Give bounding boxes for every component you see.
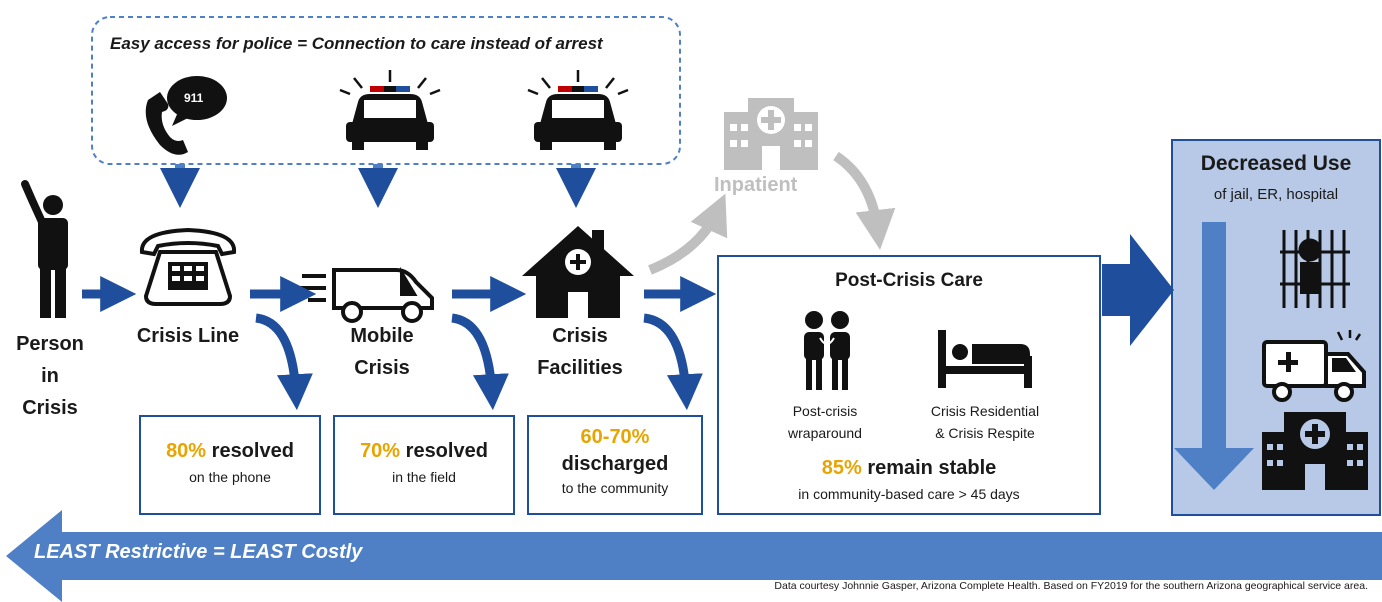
- wraparound-label-line: Post-crisis: [792, 403, 858, 419]
- mobile-crisis-van-icon: [298, 266, 434, 323]
- police-car-icon: [339, 70, 441, 150]
- stable-label: remain stable: [867, 457, 997, 479]
- person-label-line: Crisis: [22, 397, 78, 419]
- person-label-line: Person: [16, 333, 84, 355]
- mobile-crisis-label: Mobile Crisis: [320, 320, 444, 384]
- outcome-detail: on the phone: [189, 469, 271, 485]
- residential-label-line: & Crisis Respite: [935, 425, 1035, 441]
- desk-telephone-icon: [139, 227, 237, 306]
- crisis-facilities-label-line: Crisis: [552, 325, 608, 347]
- crisis-facility-house-icon: [522, 226, 634, 318]
- outcome-label: resolved: [405, 440, 488, 462]
- crisis-line-outcome: 80% resolved on the phone: [140, 440, 320, 485]
- police-access-heading: Easy access for police = Connection to c…: [110, 34, 603, 53]
- decreased-use-subtitle: of jail, ER, hospital: [1213, 186, 1339, 203]
- curved-down-arrow: [643, 313, 703, 411]
- wraparound-people-icon: [804, 311, 850, 390]
- decreased-use-title: Decreased Use: [1200, 152, 1352, 175]
- arrow-from-inpatient: [833, 151, 896, 250]
- wraparound-label-line: wraparound: [788, 425, 862, 441]
- outcome-box-mobile-crisis: [333, 415, 515, 515]
- data-credit-footer: Data courtesy Johnnie Gasper, Arizona Co…: [774, 580, 1368, 592]
- outcome-percent: 80%: [166, 440, 207, 462]
- stable-percent: 85%: [821, 457, 862, 479]
- outcome-detail: to the community: [561, 480, 669, 496]
- mobile-crisis-outcome: 70% resolved in the field: [334, 440, 514, 485]
- bed-icon: [938, 330, 1032, 388]
- outcome-percent: 70%: [360, 440, 401, 462]
- wraparound-label: Post-crisis wraparound: [760, 400, 890, 444]
- decreased-down-arrow: [1174, 222, 1254, 490]
- least-restrictive-label: LEAST Restrictive = LEAST Costly: [34, 541, 363, 563]
- stable-detail: in community-based care > 45 days: [798, 486, 1020, 502]
- hospital-icon: [1262, 412, 1368, 490]
- outcome-percent: 60-70%: [580, 426, 650, 448]
- crisis-facilities-outcome: 60-70% discharged to the community: [528, 426, 702, 496]
- residential-label: Crisis Residential & Crisis Respite: [900, 400, 1070, 444]
- curved-down-arrow: [451, 313, 509, 411]
- outcome-box-crisis-facilities: [527, 415, 703, 515]
- mobile-crisis-label-line: Crisis: [354, 357, 410, 379]
- least-restrictive-arrow: [6, 510, 1382, 602]
- outcome-label: resolved: [211, 440, 294, 462]
- post-crisis-title: Post-Crisis Care: [835, 270, 983, 291]
- big-arrow-to-decreased-use: [1102, 234, 1174, 346]
- crisis-facilities-label: Crisis Facilities: [520, 320, 640, 384]
- ambulance-icon: [1262, 330, 1366, 402]
- stable-outcome: 85% remain stable in community-based car…: [718, 457, 1100, 502]
- post-crisis-box: [717, 255, 1101, 515]
- police-access-box: [91, 16, 681, 165]
- police-car-icon: [527, 70, 629, 150]
- phone-bubble-label: 911: [184, 91, 204, 105]
- person-in-crisis-icon: [21, 180, 68, 318]
- mobile-crisis-label-line: Mobile: [350, 325, 414, 347]
- arrow-to-inpatient: [648, 193, 728, 275]
- inpatient-hospital-icon: [724, 98, 818, 170]
- person-label-line: in: [41, 365, 59, 387]
- outcome-label: discharged: [561, 453, 669, 475]
- residential-label-line: Crisis Residential: [930, 403, 1040, 419]
- crisis-line-label: Crisis Line: [136, 325, 240, 347]
- outcome-box-crisis-line: [139, 415, 321, 515]
- inpatient-label: Inpatient: [714, 174, 798, 196]
- outcome-detail: in the field: [392, 469, 456, 485]
- jail-icon: [1280, 230, 1350, 308]
- phone-911-icon: [145, 76, 227, 155]
- curved-down-arrow: [255, 313, 313, 411]
- crisis-facilities-label-line: Facilities: [537, 357, 623, 379]
- person-in-crisis-label: Person in Crisis: [0, 328, 100, 424]
